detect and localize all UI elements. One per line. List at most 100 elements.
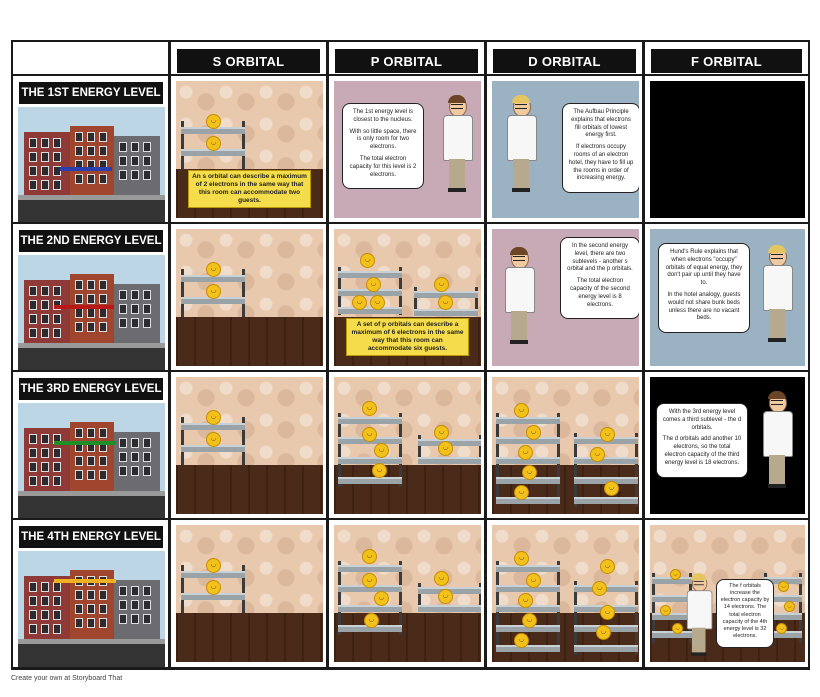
corner-cell [13, 42, 168, 74]
scientist-character [762, 245, 793, 342]
panel-d2: In the second energy level, there are tw… [487, 224, 642, 370]
electron-smiley: ◡ [206, 410, 221, 425]
electron-smiley: ◡ [362, 573, 377, 588]
panel-f4: ◡ ◡ ◡ ◡ ◡ ◡ The f orbitals increase the … [645, 520, 808, 667]
row-label-cell-4: THE 4TH ENERGY LEVEL [13, 520, 168, 667]
row-label-cell-1: THE 1ST ENERGY LEVEL [13, 76, 168, 222]
panel-s2: ◡ ◡ [171, 224, 326, 370]
electron-smiley: ◡ [438, 295, 453, 310]
column-header-label: F ORBITAL [651, 49, 802, 73]
scientist-character [686, 573, 713, 656]
column-header-label: P ORBITAL [335, 49, 478, 73]
scientist-character [442, 95, 473, 192]
electron-smiley: ◡ [370, 295, 385, 310]
electron-smiley: ◡ [660, 605, 671, 616]
panel-s3: ◡ ◡ [171, 372, 326, 518]
electron-smiley: ◡ [374, 591, 389, 606]
scientist-character [506, 95, 537, 192]
electron-smiley: ◡ [590, 447, 605, 462]
electron-smiley: ◡ [784, 601, 795, 612]
caption: A set of p orbitals can describe a maxim… [346, 317, 469, 356]
panel-p3: ◡ ◡ ◡ ◡ ◡ ◡ [329, 372, 484, 518]
energy-arrow [54, 441, 116, 445]
electron-smiley: ◡ [206, 262, 221, 277]
electron-smiley: ◡ [526, 425, 541, 440]
column-header-f: F ORBITAL [645, 42, 808, 74]
panel-s1: ◡ ◡ An s orbital can describe a maximum … [171, 76, 326, 222]
speech-bubble: The Aufbau Principle explains that elect… [562, 103, 639, 194]
electron-smiley: ◡ [596, 625, 611, 640]
electron-smiley: ◡ [206, 136, 221, 151]
electron-smiley: ◡ [360, 253, 375, 268]
electron-smiley: ◡ [434, 277, 449, 292]
electron-smiley: ◡ [206, 284, 221, 299]
column-header-label: D ORBITAL [493, 49, 636, 73]
panel-p1: The 1st energy level is closest to the n… [329, 76, 484, 222]
speech-bubble: In the second energy level, there are tw… [560, 237, 639, 320]
electron-smiley: ◡ [670, 569, 681, 580]
energy-arrow [54, 579, 116, 583]
energy-arrow [60, 167, 112, 171]
panel-f2: Hund's Rule explains that when electrons… [645, 224, 808, 370]
electron-smiley: ◡ [600, 605, 615, 620]
hotel-building-illustration [18, 403, 165, 518]
electron-smiley: ◡ [372, 463, 387, 478]
electron-smiley: ◡ [438, 441, 453, 456]
electron-smiley: ◡ [514, 403, 529, 418]
energy-arrow [54, 305, 114, 309]
panel-p4: ◡ ◡ ◡ ◡ ◡ ◡ [329, 520, 484, 667]
electron-smiley: ◡ [776, 623, 787, 634]
electron-smiley: ◡ [366, 277, 381, 292]
electron-smiley: ◡ [526, 573, 541, 588]
panel-f3: With the 3rd energy level comes a third … [645, 372, 808, 518]
panel-d1: The Aufbau Principle explains that elect… [487, 76, 642, 222]
scientist-character [504, 247, 535, 344]
electron-smiley: ◡ [592, 581, 607, 596]
hotel-building-illustration [18, 107, 165, 222]
electron-smiley: ◡ [672, 623, 683, 634]
electron-smiley: ◡ [362, 401, 377, 416]
electron-smiley: ◡ [514, 485, 529, 500]
electron-smiley: ◡ [206, 432, 221, 447]
row-label: THE 3RD ENERGY LEVEL [19, 378, 163, 400]
scientist-character [762, 391, 793, 488]
row-label: THE 2ND ENERGY LEVEL [19, 230, 163, 252]
row-label-cell-3: THE 3RD ENERGY LEVEL [13, 372, 168, 518]
speech-bubble: With the 3rd energy level comes a third … [656, 403, 748, 478]
panel-d4: ◡ ◡ ◡ ◡ ◡ ◡ ◡ ◡ ◡ [487, 520, 642, 667]
column-header-label: S ORBITAL [177, 49, 320, 73]
speech-bubble: Hund's Rule explains that when electrons… [658, 243, 750, 334]
electron-smiley: ◡ [206, 114, 221, 129]
electron-smiley: ◡ [362, 427, 377, 442]
electron-smiley: ◡ [518, 445, 533, 460]
panel-s4: ◡ ◡ [171, 520, 326, 667]
electron-smiley: ◡ [514, 551, 529, 566]
column-header-p: P ORBITAL [329, 42, 484, 74]
hotel-building-illustration [18, 551, 165, 667]
electron-smiley: ◡ [364, 613, 379, 628]
speech-bubble: The 1st energy level is closest to the n… [342, 103, 424, 190]
row-label: THE 1ST ENERGY LEVEL [19, 82, 163, 104]
electron-smiley: ◡ [434, 425, 449, 440]
electron-smiley: ◡ [206, 558, 221, 573]
storyboard-grid: S ORBITAL P ORBITAL D ORBITAL F ORBITAL … [11, 40, 810, 670]
column-header-d: D ORBITAL [487, 42, 642, 74]
electron-smiley: ◡ [522, 613, 537, 628]
electron-smiley: ◡ [600, 559, 615, 574]
electron-smiley: ◡ [362, 549, 377, 564]
electron-smiley: ◡ [438, 589, 453, 604]
row-label: THE 4TH ENERGY LEVEL [19, 526, 163, 548]
panel-p2: ◡ ◡ ◡ ◡ ◡ ◡ A set of p orbitals can desc… [329, 224, 484, 370]
electron-smiley: ◡ [604, 481, 619, 496]
electron-smiley: ◡ [374, 443, 389, 458]
speech-bubble: The f orbitals increase the electron cap… [716, 579, 774, 649]
column-header-s: S ORBITAL [171, 42, 326, 74]
caption: An s orbital can describe a maximum of 2… [188, 169, 311, 208]
electron-smiley: ◡ [514, 633, 529, 648]
footer-credit[interactable]: Create your own at Storyboard That [11, 675, 123, 682]
electron-smiley: ◡ [518, 593, 533, 608]
electron-smiley: ◡ [206, 580, 221, 595]
hotel-building-illustration [18, 255, 165, 370]
electron-smiley: ◡ [522, 465, 537, 480]
row-label-cell-2: THE 2ND ENERGY LEVEL [13, 224, 168, 370]
